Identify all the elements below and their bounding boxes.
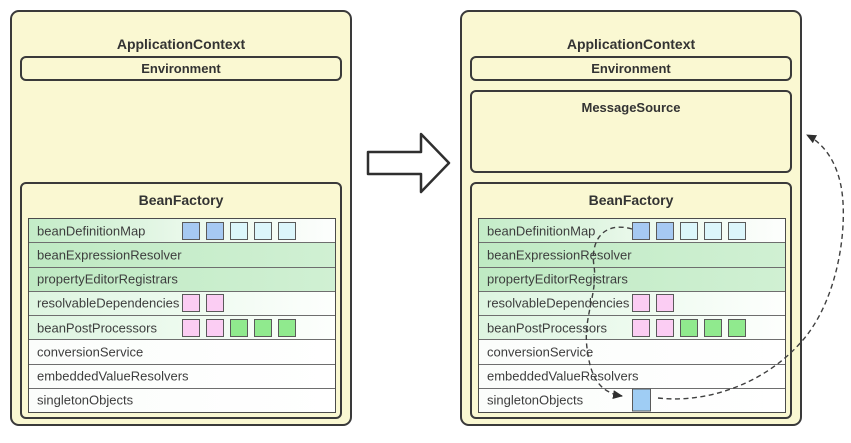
- row-label: beanPostProcessors: [487, 320, 607, 336]
- message-source-label: MessageSource: [581, 100, 681, 115]
- table-row-resolvableDependencies: resolvableDependencies: [29, 291, 335, 316]
- green-bean-square: [278, 318, 296, 337]
- table-row-beanPostProcessors: beanPostProcessors: [479, 316, 785, 341]
- panel-title: ApplicationContext: [116, 36, 246, 52]
- cyan-bean-square: [704, 221, 722, 240]
- table-row-conversionService: conversionService: [29, 340, 335, 365]
- row-label: embeddedValueResolvers: [487, 368, 639, 384]
- table-row-embeddedValueResolvers: embeddedValueResolvers: [479, 364, 785, 389]
- row-label: propertyEditorRegistrars: [37, 271, 178, 287]
- blue-bean-square: [656, 221, 674, 240]
- row-label: resolvableDependencies: [487, 295, 630, 311]
- cyan-bean-square: [230, 221, 248, 240]
- table-row-resolvableDependencies: resolvableDependencies: [479, 291, 785, 316]
- table-row-beanDefinitionMap: beanDefinitionMap: [29, 219, 335, 244]
- pink-bean-square: [206, 294, 224, 313]
- row-label: singletonObjects: [37, 392, 134, 408]
- table-row-propertyEditorRegistrars: propertyEditorRegistrars: [479, 267, 785, 292]
- cyan-bean-square: [680, 221, 698, 240]
- bean-factory-box: BeanFactory beanDefinitionMap beanExpres…: [20, 182, 342, 419]
- cyan-bean-square: [278, 221, 296, 240]
- green-bean-square: [704, 318, 722, 337]
- table-row-singletonObjects: singletonObjects: [29, 388, 335, 412]
- row-label: beanDefinitionMap: [37, 223, 146, 239]
- row-label: conversionService: [37, 344, 144, 360]
- bean-squares: [182, 294, 224, 313]
- bean-squares: [632, 294, 674, 313]
- row-label: beanExpressionResolver: [487, 247, 632, 263]
- row-label: beanPostProcessors: [37, 320, 157, 336]
- blue-bean-square: [632, 221, 650, 240]
- bean-squares: [182, 221, 296, 240]
- table-row-beanExpressionResolver: beanExpressionResolver: [29, 243, 335, 268]
- row-label: beanDefinitionMap: [487, 223, 596, 239]
- bean-factory-table: beanDefinitionMap beanExpressionResolver…: [478, 218, 786, 413]
- environment-label: Environment: [141, 61, 221, 76]
- bean-squares: [182, 318, 296, 337]
- environment-box: Environment: [20, 56, 342, 81]
- row-label: propertyEditorRegistrars: [487, 271, 628, 287]
- green-bean-square: [230, 318, 248, 337]
- blue-bean-square: [182, 221, 200, 240]
- pink-bean-square: [656, 318, 674, 337]
- row-label: resolvableDependencies: [37, 295, 180, 311]
- bean-factory-title: BeanFactory: [138, 192, 224, 208]
- application-context-panel-before: ApplicationContext Environment BeanFacto…: [10, 10, 352, 426]
- row-label: beanExpressionResolver: [37, 247, 182, 263]
- singleton-bean-square: [632, 388, 651, 412]
- environment-label: Environment: [591, 61, 671, 76]
- row-label: conversionService: [487, 344, 594, 360]
- bean-squares: [632, 221, 746, 240]
- table-row-embeddedValueResolvers: embeddedValueResolvers: [29, 364, 335, 389]
- panel-title: ApplicationContext: [566, 36, 696, 52]
- cyan-bean-square: [728, 221, 746, 240]
- row-label: embeddedValueResolvers: [37, 368, 189, 384]
- bean-factory-box: BeanFactory beanDefinitionMap beanExpres…: [470, 182, 792, 419]
- table-row-beanPostProcessors: beanPostProcessors: [29, 316, 335, 341]
- bean-squares: [632, 388, 651, 412]
- table-row-beanDefinitionMap: beanDefinitionMap: [479, 219, 785, 244]
- pink-bean-square: [656, 294, 674, 313]
- bean-squares: [632, 318, 746, 337]
- pink-bean-square: [182, 294, 200, 313]
- green-bean-square: [680, 318, 698, 337]
- application-context-panel-after: ApplicationContext Environment MessageSo…: [460, 10, 802, 426]
- green-bean-square: [728, 318, 746, 337]
- green-bean-square: [254, 318, 272, 337]
- pink-bean-square: [632, 318, 650, 337]
- table-row-propertyEditorRegistrars: propertyEditorRegistrars: [29, 267, 335, 292]
- cyan-bean-square: [254, 221, 272, 240]
- pink-bean-square: [182, 318, 200, 337]
- table-row-singletonObjects: singletonObjects: [479, 388, 785, 412]
- row-label: singletonObjects: [487, 392, 584, 408]
- table-row-beanExpressionResolver: beanExpressionResolver: [479, 243, 785, 268]
- blue-bean-square: [206, 221, 224, 240]
- pink-bean-square: [632, 294, 650, 313]
- environment-box: Environment: [470, 56, 792, 81]
- pink-bean-square: [206, 318, 224, 337]
- message-source-box: MessageSource: [470, 90, 792, 173]
- bean-factory-title: BeanFactory: [588, 192, 674, 208]
- bean-factory-table: beanDefinitionMap beanExpressionResolver…: [28, 218, 336, 413]
- table-row-conversionService: conversionService: [479, 340, 785, 365]
- transform-arrow-icon: [366, 132, 451, 194]
